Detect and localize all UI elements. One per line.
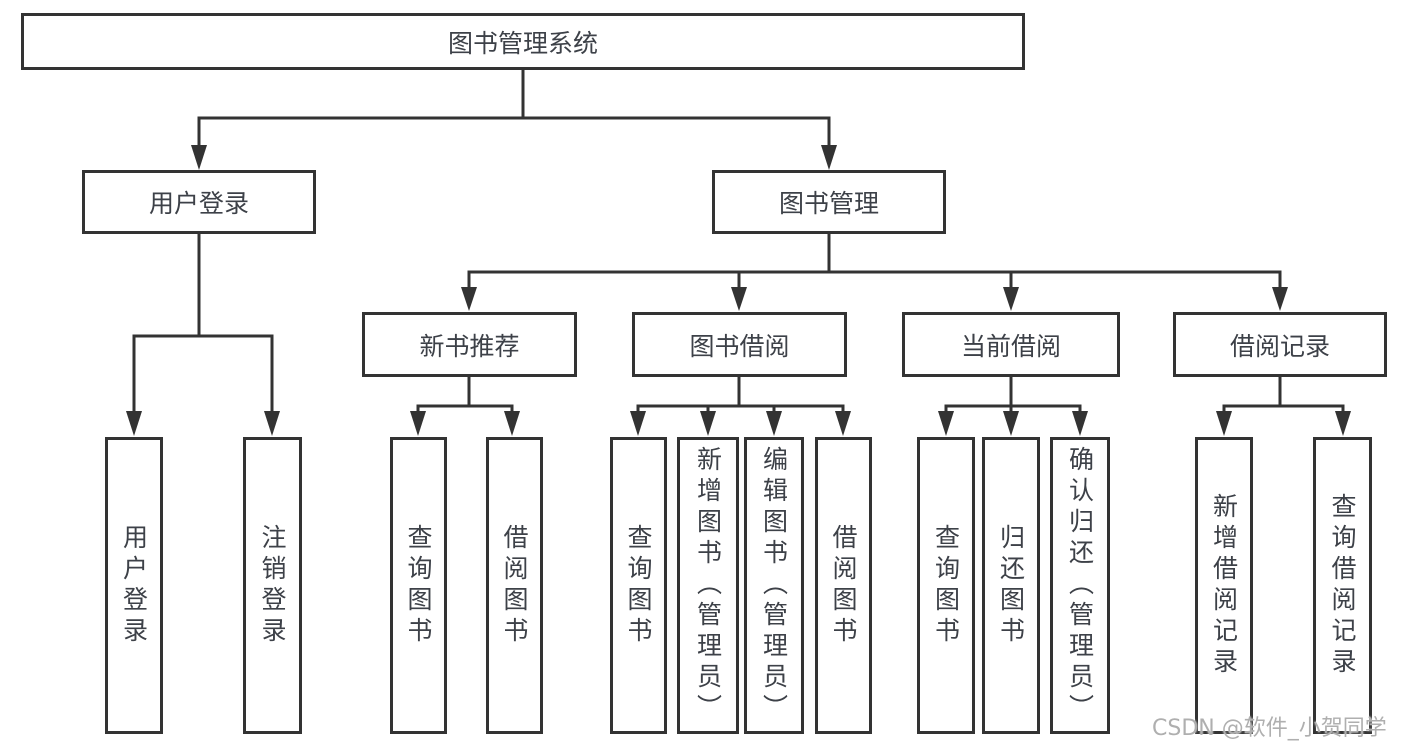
connector-borrow-records-to-leaves: [1222, 375, 1345, 416]
connector-book-borrow-to-leaves: [636, 375, 845, 416]
connector-current-borrow-to-leaves: [944, 375, 1082, 416]
leaf-br-add-record-label: 新增借阅记录: [1209, 492, 1239, 679]
node-user-login-branch: 用户登录: [82, 170, 316, 234]
leaf-bb-borrow-books: 借阅图书: [815, 437, 872, 734]
arrowhead-book-mgmt-branch: [821, 145, 837, 170]
connector-book-mgmt-to-level2: [467, 232, 1282, 292]
leaf-user-login-label: 用户登录: [119, 523, 149, 648]
node-root-system: 图书管理系统: [21, 13, 1025, 70]
leaf-cb-return-books-label: 归还图书: [996, 523, 1026, 648]
leaf-br-add-record: 新增借阅记录: [1195, 437, 1253, 734]
node-book-mgmt-branch: 图书管理: [712, 170, 946, 234]
leaf-rec-borrow-books-label: 借阅图书: [500, 523, 529, 648]
leaf-cb-return-books: 归还图书: [982, 437, 1040, 734]
leaf-bb-edit-books-admin: 编辑图书（管理员）: [744, 437, 804, 734]
arrowhead-leaf-user-login: [126, 411, 142, 436]
arrowhead-bb-query-books: [630, 411, 646, 436]
leaf-cb-query-books: 查询图书: [917, 437, 975, 734]
node-borrow-records-label: 借阅记录: [1229, 331, 1330, 361]
arrowhead-cb-confirm-return: [1072, 411, 1088, 436]
arrowhead-cb-return-books: [1003, 411, 1019, 436]
arrowhead-borrow-records: [1272, 287, 1288, 311]
leaf-bb-query-books: 查询图书: [610, 437, 667, 734]
connector-root-to-level1: [197, 68, 831, 150]
arrowhead-br-query-record: [1335, 411, 1351, 436]
node-book-borrow: 图书借阅: [632, 312, 847, 377]
leaf-rec-query-books-label: 查询图书: [404, 523, 433, 648]
node-user-login-branch-label: 用户登录: [148, 189, 249, 218]
arrowhead-cb-query-books: [938, 411, 954, 436]
leaf-user-login: 用户登录: [105, 437, 163, 734]
leaf-br-query-record-label: 查询借阅记录: [1328, 492, 1357, 679]
node-borrow-records: 借阅记录: [1173, 312, 1387, 377]
arrowhead-rec-borrow-books: [504, 411, 520, 436]
arrowhead-bb-borrow-books: [835, 411, 851, 436]
arrowhead-br-add-record: [1216, 411, 1232, 436]
leaf-cb-confirm-return-admin: 确认归还（管理员）: [1050, 437, 1110, 734]
node-book-mgmt-branch-label: 图书管理: [778, 189, 879, 218]
leaf-bb-add-books-admin: 新增图书（管理员）: [677, 437, 739, 734]
arrowhead-bb-edit-books: [766, 411, 782, 436]
leaf-rec-borrow-books: 借阅图书: [486, 437, 543, 734]
node-new-book-rec-label: 新书推荐: [419, 331, 520, 361]
arrowhead-new-book-rec: [461, 287, 477, 311]
node-current-borrow-label: 当前借阅: [960, 331, 1061, 361]
arrowhead-user-login-branch: [191, 145, 207, 170]
node-new-book-rec: 新书推荐: [362, 312, 577, 377]
leaf-bb-query-books-label: 查询图书: [624, 523, 653, 648]
node-book-borrow-label: 图书借阅: [689, 331, 790, 361]
csdn-watermark: CSDN @软件_小贺同学: [1152, 716, 1387, 741]
connector-user-login-to-leaves: [132, 232, 274, 416]
arrowhead-current-borrow: [1003, 287, 1019, 311]
arrowhead-rec-query-books: [410, 411, 426, 436]
leaf-bb-edit-books-admin-label: 编辑图书（管理员）: [759, 446, 789, 725]
leaf-cb-query-books-label: 查询图书: [931, 523, 961, 648]
node-current-borrow: 当前借阅: [902, 312, 1120, 377]
connector-new-book-rec-to-leaves: [416, 375, 514, 416]
leaf-cb-confirm-return-admin-label: 确认归还（管理员）: [1065, 446, 1095, 725]
arrowhead-leaf-logout: [264, 411, 280, 436]
leaf-bb-add-books-admin-label: 新增图书（管理员）: [693, 446, 723, 725]
arrowhead-book-borrow: [731, 287, 747, 311]
arrowhead-bb-add-books: [700, 411, 716, 436]
leaf-logout-label: 注销登录: [258, 523, 287, 648]
node-root-system-label: 图书管理系统: [447, 28, 598, 58]
leaf-rec-query-books: 查询图书: [390, 437, 447, 734]
leaf-bb-borrow-books-label: 借阅图书: [829, 523, 858, 648]
leaf-br-query-record: 查询借阅记录: [1313, 437, 1372, 734]
leaf-logout: 注销登录: [243, 437, 302, 734]
